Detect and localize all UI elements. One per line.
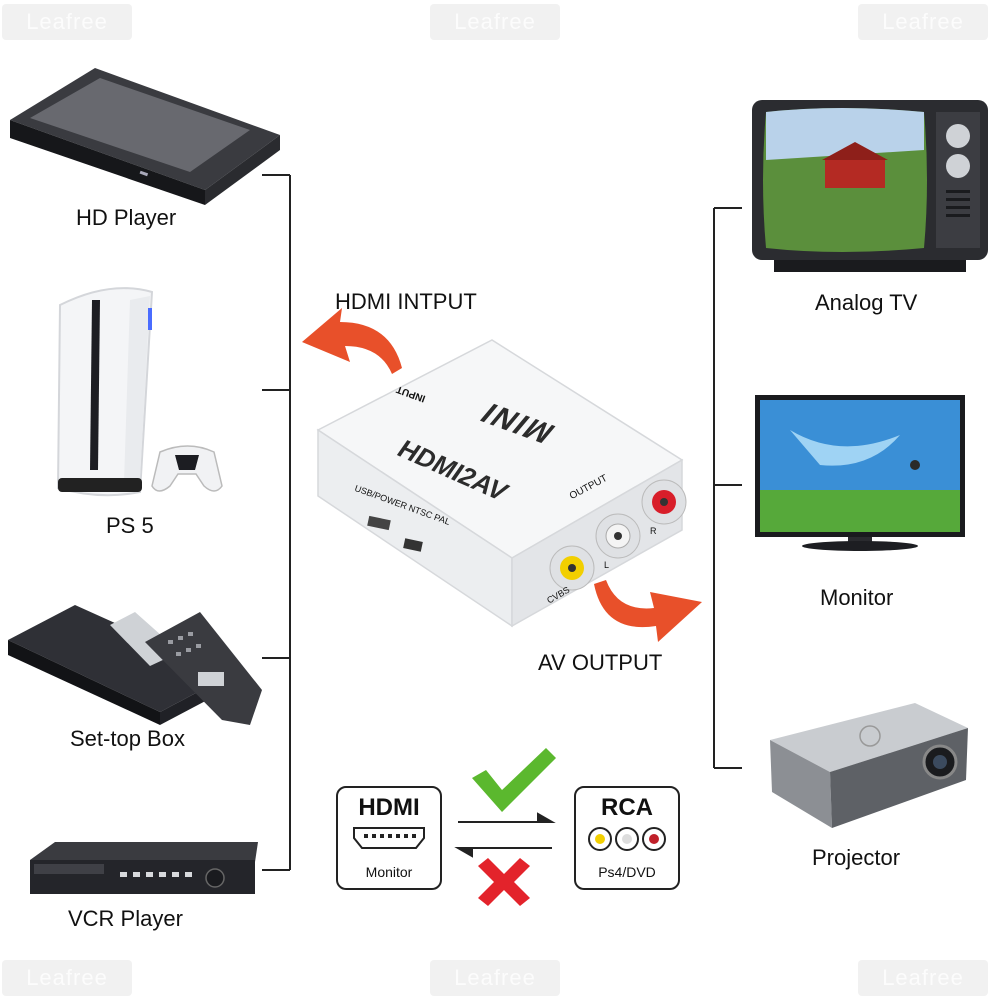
hdmi-input-label: HDMI INTPUT [335,289,477,314]
av-output-label: AV OUTPUT [538,650,663,675]
rca-jacks-icon [588,827,666,851]
watermark: Leafree [430,4,560,40]
hdmi-legend-box: HDMI Monitor [336,786,442,890]
set-top-box-label: Set-top Box [70,726,185,751]
converter-left-label: L [604,560,610,570]
monitor-label: Monitor [820,585,894,610]
rca-legend-box: RCA Ps4/DVD [574,786,680,890]
ps5-label: PS 5 [106,513,154,538]
watermark: Leafree [2,4,132,40]
watermark: Leafree [858,960,988,996]
analog-tv-label: Analog TV [815,290,918,315]
hdmi-legend-caption: Monitor [365,864,413,880]
watermark: Leafree [2,960,132,996]
rca-legend-title: RCA [601,794,653,821]
projector-label: Projector [812,845,901,870]
watermark: Leafree [858,4,988,40]
hd-player-label: HD Player [76,205,177,230]
rca-legend-caption: Ps4/DVD [598,864,656,880]
watermark: Leafree [430,960,560,996]
converter-right-label: R [650,526,657,536]
hdmi-port-icon [353,827,425,849]
vcr-player-label: VCR Player [68,906,183,931]
hdmi-legend-title: HDMI [358,794,420,821]
